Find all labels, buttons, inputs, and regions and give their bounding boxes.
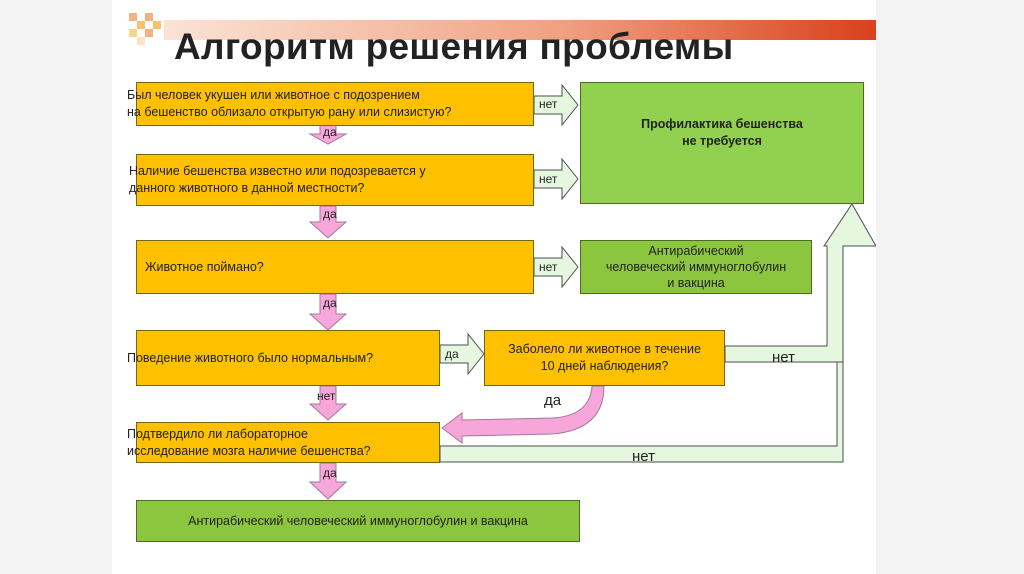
yes-arrow-3 <box>308 293 348 331</box>
label-yes-3: да <box>323 296 337 310</box>
yes-arrow-2 <box>308 205 348 239</box>
checkered-logo-icon <box>129 13 161 45</box>
outcome-text-immunoglobulin-final: Антирабический человеческий иммуноглобул… <box>188 513 528 528</box>
label-no-right-1: нет <box>539 97 558 111</box>
right-margin <box>876 0 1024 574</box>
title-decor-bar <box>164 20 876 40</box>
no-arrow-4 <box>308 385 348 421</box>
question-box-behavior: Поведение животного было нормальным? <box>127 330 440 386</box>
outcome-no-prophylaxis: Профилактика бешенства не требуется <box>580 82 864 204</box>
label-yes-right-4: да <box>445 347 459 361</box>
question-text-lab-confirmed: Подтвердило ли лабораторное исследование… <box>127 426 371 458</box>
flowchart-arrows <box>308 83 876 500</box>
no-return-arrow <box>724 203 876 363</box>
question-box-rabies-known: Наличие бешенства известно или подозрева… <box>129 154 534 206</box>
question-text-sick-10-days: Заболело ли животное в течение 10 дней н… <box>508 342 701 373</box>
no-arrow-right-2 <box>533 157 579 201</box>
outcome-immunoglobulin-short: Антирабический человеческий иммуноглобул… <box>580 240 812 294</box>
label-no-4: нет <box>317 389 336 403</box>
no-arrow-right-3 <box>533 245 579 289</box>
label-yes-1: да <box>323 125 337 139</box>
no-return-arrow-lower <box>439 361 844 463</box>
left-margin <box>0 0 112 574</box>
question-text-caught: Животное поймано? <box>145 259 264 274</box>
outcome-text-no-prophylaxis: Профилактика бешенства не требуется <box>641 117 803 148</box>
label-no-upper-return: нет <box>772 349 795 366</box>
no-arrow-right-1 <box>533 83 579 127</box>
label-no-right-3: нет <box>539 260 558 274</box>
label-yes-curve: да <box>544 392 562 409</box>
question-box-sick-10-days: Заболело ли животное в течение 10 дней н… <box>484 330 725 386</box>
label-no-right-2: нет <box>539 172 558 186</box>
yes-curve-arrow <box>441 385 605 444</box>
yes-arrow-5 <box>308 462 348 500</box>
question-text-rabies-known: Наличие бешенства известно или подозрева… <box>129 164 426 195</box>
question-text-bitten: Был человек укушен или животное с подозр… <box>127 88 452 119</box>
page-title: Алгоритм решения проблемы <box>174 26 734 67</box>
outcome-immunoglobulin-final: Антирабический человеческий иммуноглобул… <box>136 500 580 542</box>
question-box-lab-confirmed: Подтвердило ли лабораторное исследование… <box>127 422 440 463</box>
question-text-behavior: Поведение животного было нормальным? <box>127 350 374 365</box>
question-box-bitten: Был человек укушен или животное с подозр… <box>127 82 534 126</box>
outcome-text-immunoglobulin-short: Антирабический человеческий иммуноглобул… <box>605 244 787 290</box>
yes-arrow-right-4 <box>439 332 485 376</box>
question-box-caught: Животное поймано? <box>136 240 534 294</box>
label-yes-2: да <box>323 207 337 221</box>
slide: Алгоритм решения проблемы Был человек ук… <box>112 12 876 558</box>
label-no-lower-return: нет <box>632 448 655 465</box>
label-yes-5: да <box>323 466 337 480</box>
